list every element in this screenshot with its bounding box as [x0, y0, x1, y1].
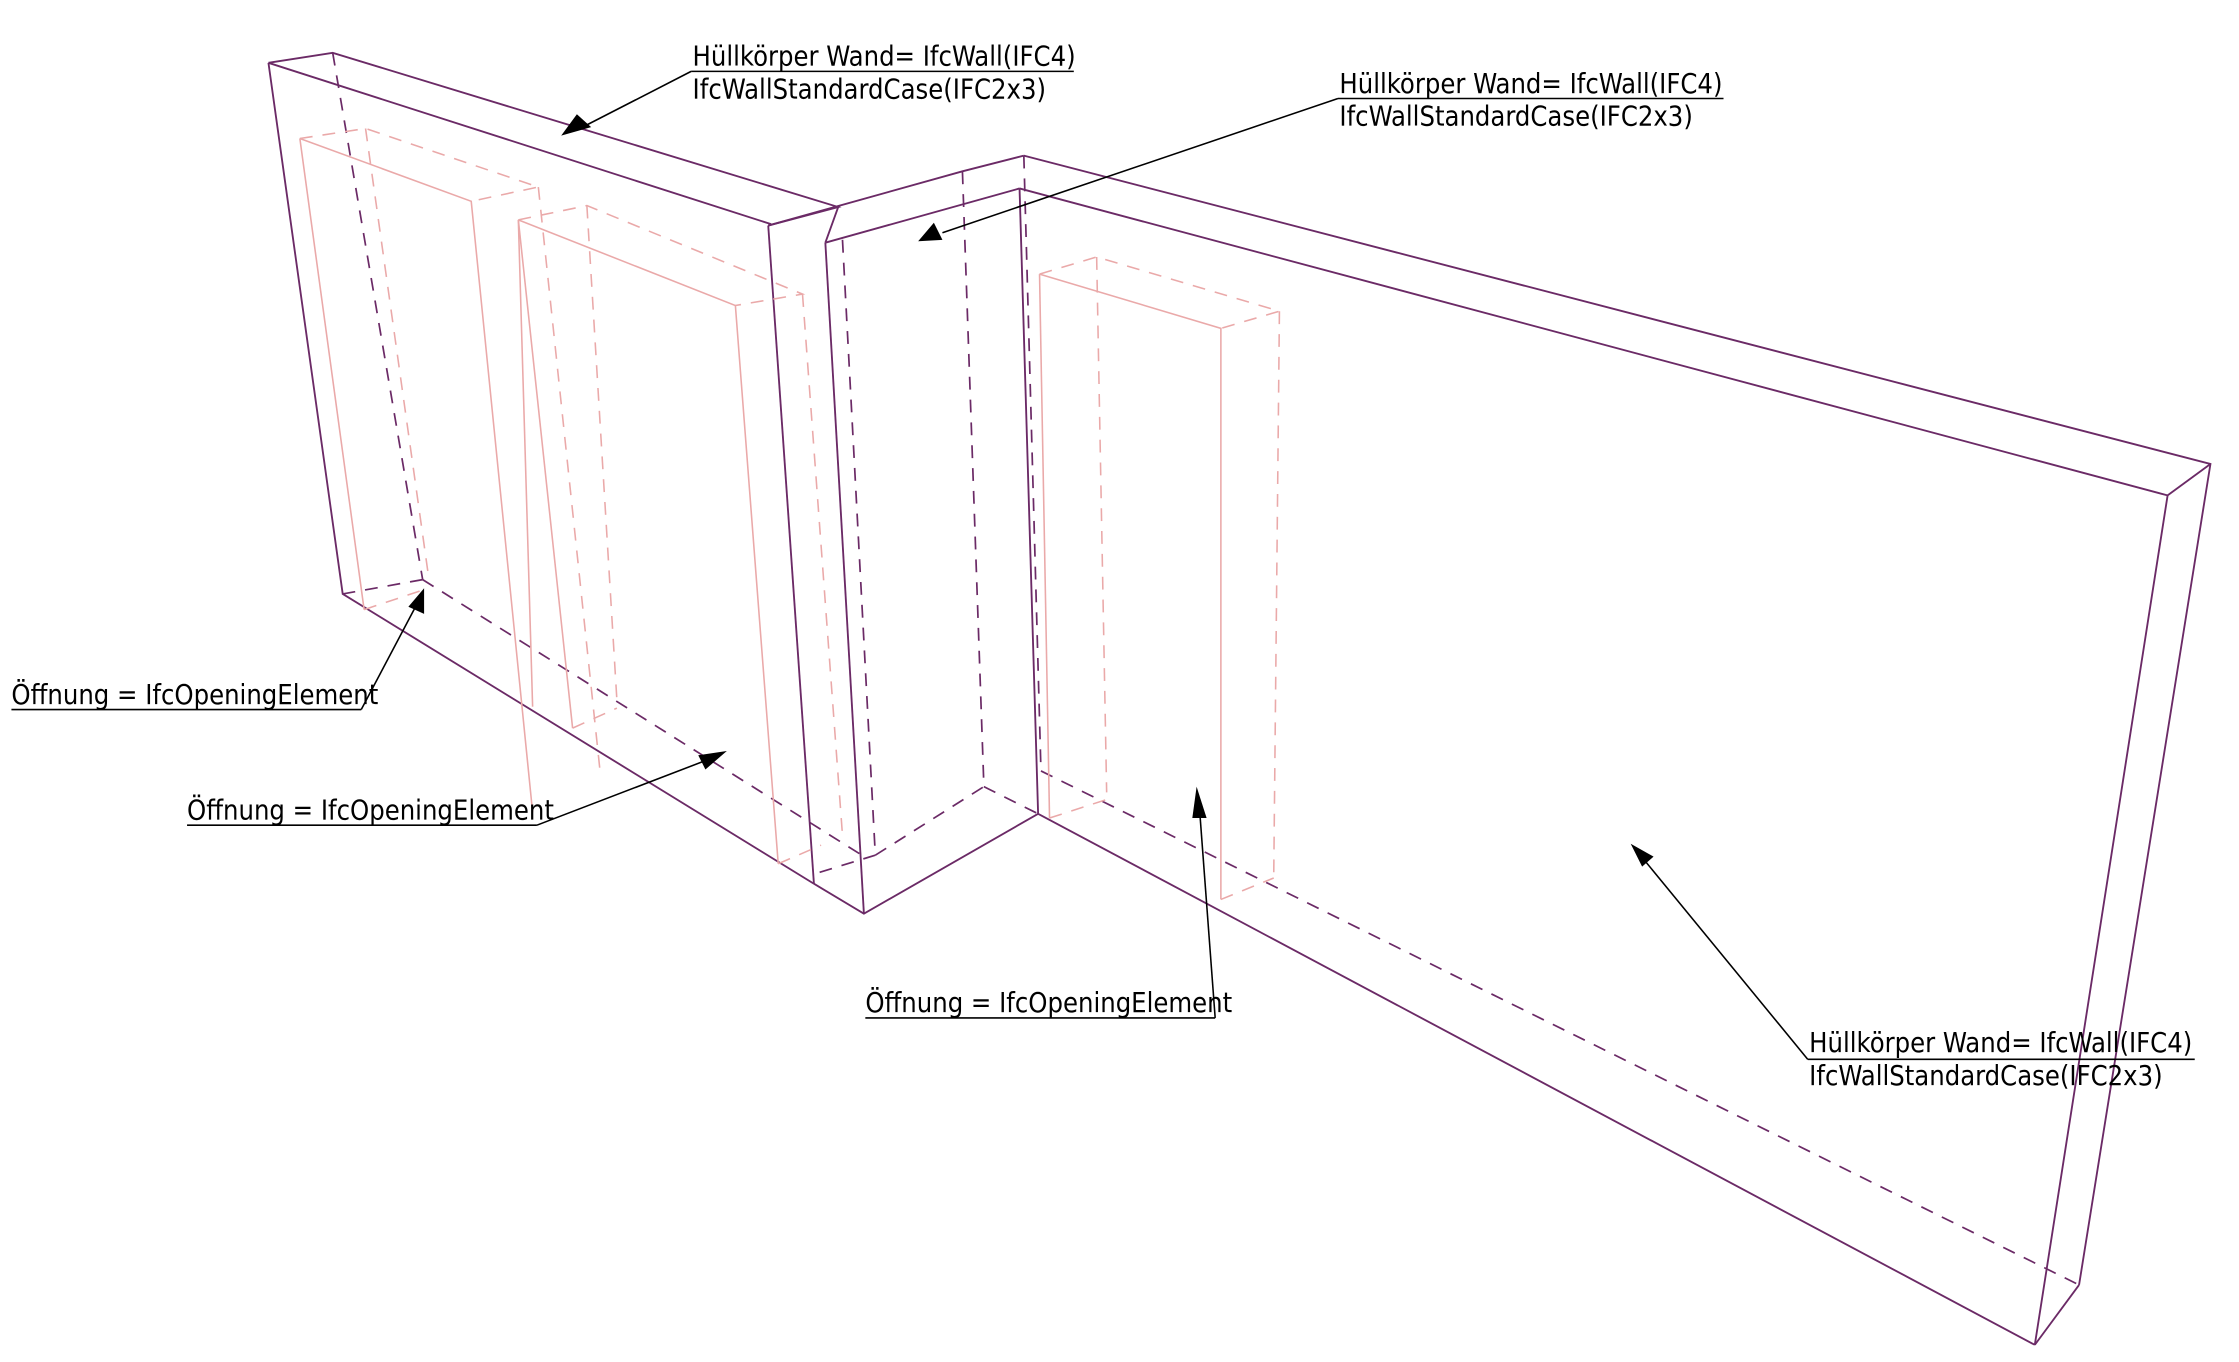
wall-connector[interactable]	[767, 154, 1040, 915]
arrowhead-icon	[1630, 843, 1654, 867]
label-wall-right-line2: IfcWallStandardCase(IFC2x3)	[1809, 1061, 2162, 1092]
wall-right[interactable]	[1019, 154, 2212, 1346]
label-wall-connector-line2: IfcWallStandardCase(IFC2x3)	[1339, 102, 1692, 133]
arrowhead-icon	[1192, 786, 1207, 819]
opening-3[interactable]	[1038, 256, 1283, 901]
arrowhead-icon	[408, 588, 425, 614]
opening-1[interactable]	[299, 127, 601, 813]
annotation-wall-right: Hüllkörper Wand= IfcWall(IFC4) IfcWallSt…	[1630, 843, 2195, 1092]
arrowhead-icon	[698, 750, 727, 770]
opening-2[interactable]	[517, 204, 844, 865]
label-wall-left-line2: IfcWallStandardCase(IFC2x3)	[693, 75, 1046, 106]
label-opening-2: Öffnung = IfcOpeningElement	[187, 794, 554, 826]
arrowhead-icon	[561, 114, 592, 136]
label-opening-3: Öffnung = IfcOpeningElement	[865, 987, 1232, 1019]
wall-left[interactable]	[267, 51, 861, 885]
arrowhead-icon	[918, 222, 943, 242]
annotation-wall-left: Hüllkörper Wand= IfcWall(IFC4) IfcWallSt…	[561, 42, 1076, 136]
label-wall-connector-line1: Hüllkörper Wand= IfcWall(IFC4)	[1339, 69, 1722, 100]
annotation-opening-3: Öffnung = IfcOpeningElement	[865, 786, 1232, 1019]
annotation-opening-2: Öffnung = IfcOpeningElement	[187, 750, 727, 826]
annotation-opening-1: Öffnung = IfcOpeningElement	[11, 588, 425, 711]
label-wall-right-line1: Hüllkörper Wand= IfcWall(IFC4)	[1809, 1028, 2192, 1059]
label-wall-left-line1: Hüllkörper Wand= IfcWall(IFC4)	[693, 42, 1076, 73]
annotation-wall-connector: Hüllkörper Wand= IfcWall(IFC4) IfcWallSt…	[918, 69, 1724, 242]
label-opening-1: Öffnung = IfcOpeningElement	[11, 679, 378, 711]
